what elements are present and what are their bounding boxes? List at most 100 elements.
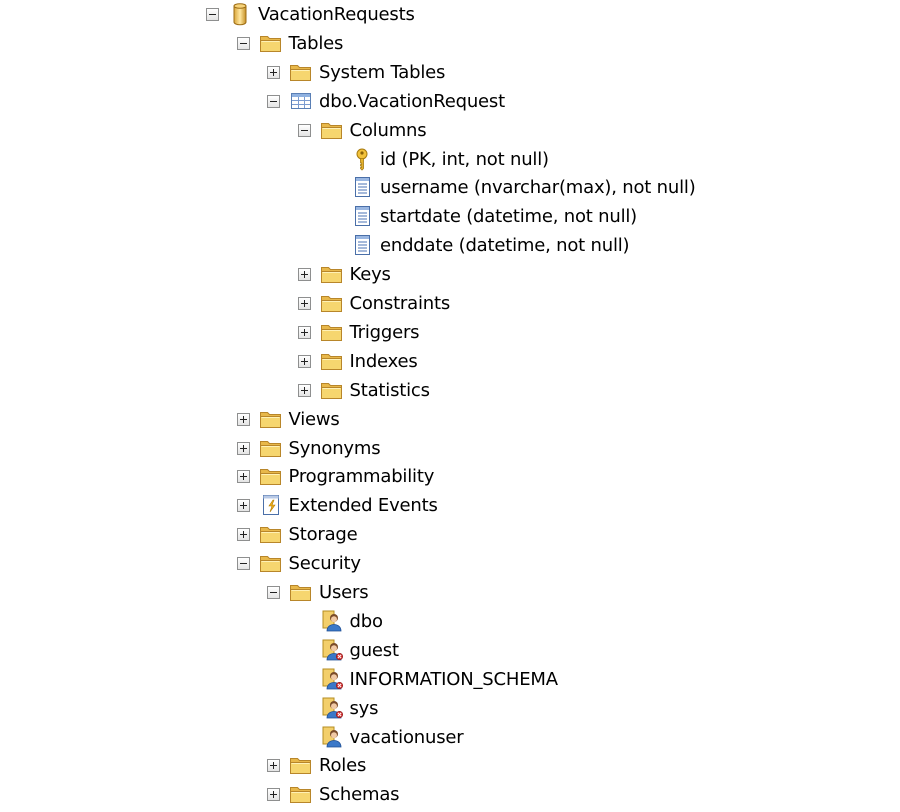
tree-node-label[interactable]: INFORMATION_SCHEMA <box>349 669 559 690</box>
tree-node-storage[interactable]: Storage <box>0 520 900 549</box>
tree-node-label[interactable]: Columns <box>349 120 427 141</box>
tree-node-label[interactable]: username (nvarchar(max), not null) <box>380 177 696 198</box>
tree-node-label[interactable]: Security <box>288 553 362 574</box>
tree-node-label[interactable]: Indexes <box>349 351 418 372</box>
folder-icon <box>289 60 313 84</box>
expand-icon[interactable] <box>236 413 250 426</box>
collapse-icon[interactable] <box>206 8 219 21</box>
tree-node-synonyms[interactable]: Synonyms <box>0 434 900 463</box>
tree-node-keys[interactable]: Keys <box>0 260 900 289</box>
tree-node-label[interactable]: enddate (datetime, not null) <box>380 235 630 256</box>
table-icon <box>289 89 313 113</box>
column-icon <box>350 204 374 228</box>
folder-icon <box>320 320 344 344</box>
tree-node-label[interactable]: dbo.VacationRequest <box>319 91 505 112</box>
tree-node-label[interactable]: Statistics <box>349 380 430 401</box>
tree-node-label[interactable]: Schemas <box>319 784 400 805</box>
tree-node-users[interactable]: Users <box>0 578 900 607</box>
expand-icon[interactable] <box>236 528 250 541</box>
tree-node-label[interactable]: dbo <box>349 611 383 632</box>
expand-icon[interactable] <box>236 470 250 483</box>
tree-node-label[interactable]: VacationRequests <box>258 4 415 25</box>
tree-node-label[interactable]: Synonyms <box>288 438 381 459</box>
user-disabled-icon <box>320 638 344 662</box>
tree-node-roles[interactable]: Roles <box>0 751 900 780</box>
tree-node-dbo[interactable]: dbo <box>0 607 900 636</box>
tree-node-constraints[interactable]: Constraints <box>0 289 900 318</box>
tree-node-label[interactable]: System Tables <box>319 62 446 83</box>
tree-node-extended-events[interactable]: Extended Events <box>0 491 900 520</box>
tree-node-label[interactable]: vacationuser <box>349 727 464 748</box>
expand-icon[interactable] <box>236 442 250 455</box>
column-icon <box>350 233 374 257</box>
tree-node-enddate-datetime-not-null[interactable]: enddate (datetime, not null) <box>0 231 900 260</box>
folder-icon <box>289 782 313 806</box>
tree-node-label[interactable]: Constraints <box>349 293 451 314</box>
tree-node-triggers[interactable]: Triggers <box>0 318 900 347</box>
folder-icon <box>289 580 313 604</box>
tree-node-label[interactable]: Views <box>288 409 340 430</box>
folder-icon <box>259 436 283 460</box>
folder-icon <box>259 407 283 431</box>
tree-node-columns[interactable]: Columns <box>0 116 900 145</box>
expand-icon[interactable] <box>297 297 311 310</box>
folder-icon <box>259 522 283 546</box>
folder-icon <box>289 753 313 777</box>
tree-node-label[interactable]: sys <box>349 698 379 719</box>
user-disabled-icon <box>320 667 344 691</box>
tree-node-label[interactable]: Storage <box>288 524 358 545</box>
database-icon <box>228 2 252 26</box>
expand-icon[interactable] <box>267 66 280 79</box>
expand-icon[interactable] <box>297 268 311 281</box>
tree-node-label[interactable]: Triggers <box>349 322 420 343</box>
tree-node-id-pk-int-not-null[interactable]: id (PK, int, not null) <box>0 145 900 174</box>
user-icon <box>320 609 344 633</box>
collapse-icon[interactable] <box>297 124 311 137</box>
tree-node-guest[interactable]: guest <box>0 636 900 665</box>
tree-node-label[interactable]: Extended Events <box>288 495 438 516</box>
folder-icon <box>320 349 344 373</box>
tree-node-label[interactable]: startdate (datetime, not null) <box>380 206 637 227</box>
tree-node-schemas[interactable]: Schemas <box>0 780 900 809</box>
tree-node-label[interactable]: guest <box>349 640 400 661</box>
tree-node-sys[interactable]: sys <box>0 694 900 723</box>
user-icon <box>320 725 344 749</box>
tree-node-vacationrequests[interactable]: VacationRequests <box>0 0 900 29</box>
collapse-icon[interactable] <box>236 37 250 50</box>
expand-icon[interactable] <box>267 788 280 801</box>
tree-node-username-nvarchar-max-not-null[interactable]: username (nvarchar(max), not null) <box>0 173 900 202</box>
tree-node-label[interactable]: Programmability <box>288 466 435 487</box>
expand-icon[interactable] <box>297 384 311 397</box>
tree-node-tables[interactable]: Tables <box>0 29 900 58</box>
folder-icon <box>320 378 344 402</box>
collapse-icon[interactable] <box>236 557 250 570</box>
tree-node-system-tables[interactable]: System Tables <box>0 58 900 87</box>
tree-node-indexes[interactable]: Indexes <box>0 347 900 376</box>
tree-node-startdate-datetime-not-null[interactable]: startdate (datetime, not null) <box>0 202 900 231</box>
extended-events-icon <box>259 493 283 517</box>
collapse-icon[interactable] <box>267 95 280 108</box>
tree-node-label[interactable]: Roles <box>319 755 367 776</box>
tree-node-programmability[interactable]: Programmability <box>0 462 900 491</box>
tree-node-label[interactable]: id (PK, int, not null) <box>380 149 549 170</box>
tree-node-security[interactable]: Security <box>0 549 900 578</box>
expand-icon[interactable] <box>267 759 280 772</box>
tree-node-label[interactable]: Keys <box>349 264 391 285</box>
primary-key-icon <box>350 147 374 171</box>
tree-node-vacationuser[interactable]: vacationuser <box>0 723 900 752</box>
tree-node-information-schema[interactable]: INFORMATION_SCHEMA <box>0 665 900 694</box>
expand-icon[interactable] <box>297 355 311 368</box>
tree-node-label[interactable]: Users <box>319 582 369 603</box>
tree-node-label[interactable]: Tables <box>288 33 344 54</box>
tree-node-statistics[interactable]: Statistics <box>0 376 900 405</box>
expand-icon[interactable] <box>236 499 250 512</box>
folder-icon <box>259 31 283 55</box>
tree-node-dbo-vacationrequest[interactable]: dbo.VacationRequest <box>0 87 900 116</box>
folder-icon <box>320 291 344 315</box>
folder-icon <box>259 551 283 575</box>
collapse-icon[interactable] <box>267 586 280 599</box>
tree-node-views[interactable]: Views <box>0 405 900 434</box>
expand-icon[interactable] <box>297 326 311 339</box>
folder-icon <box>259 464 283 488</box>
